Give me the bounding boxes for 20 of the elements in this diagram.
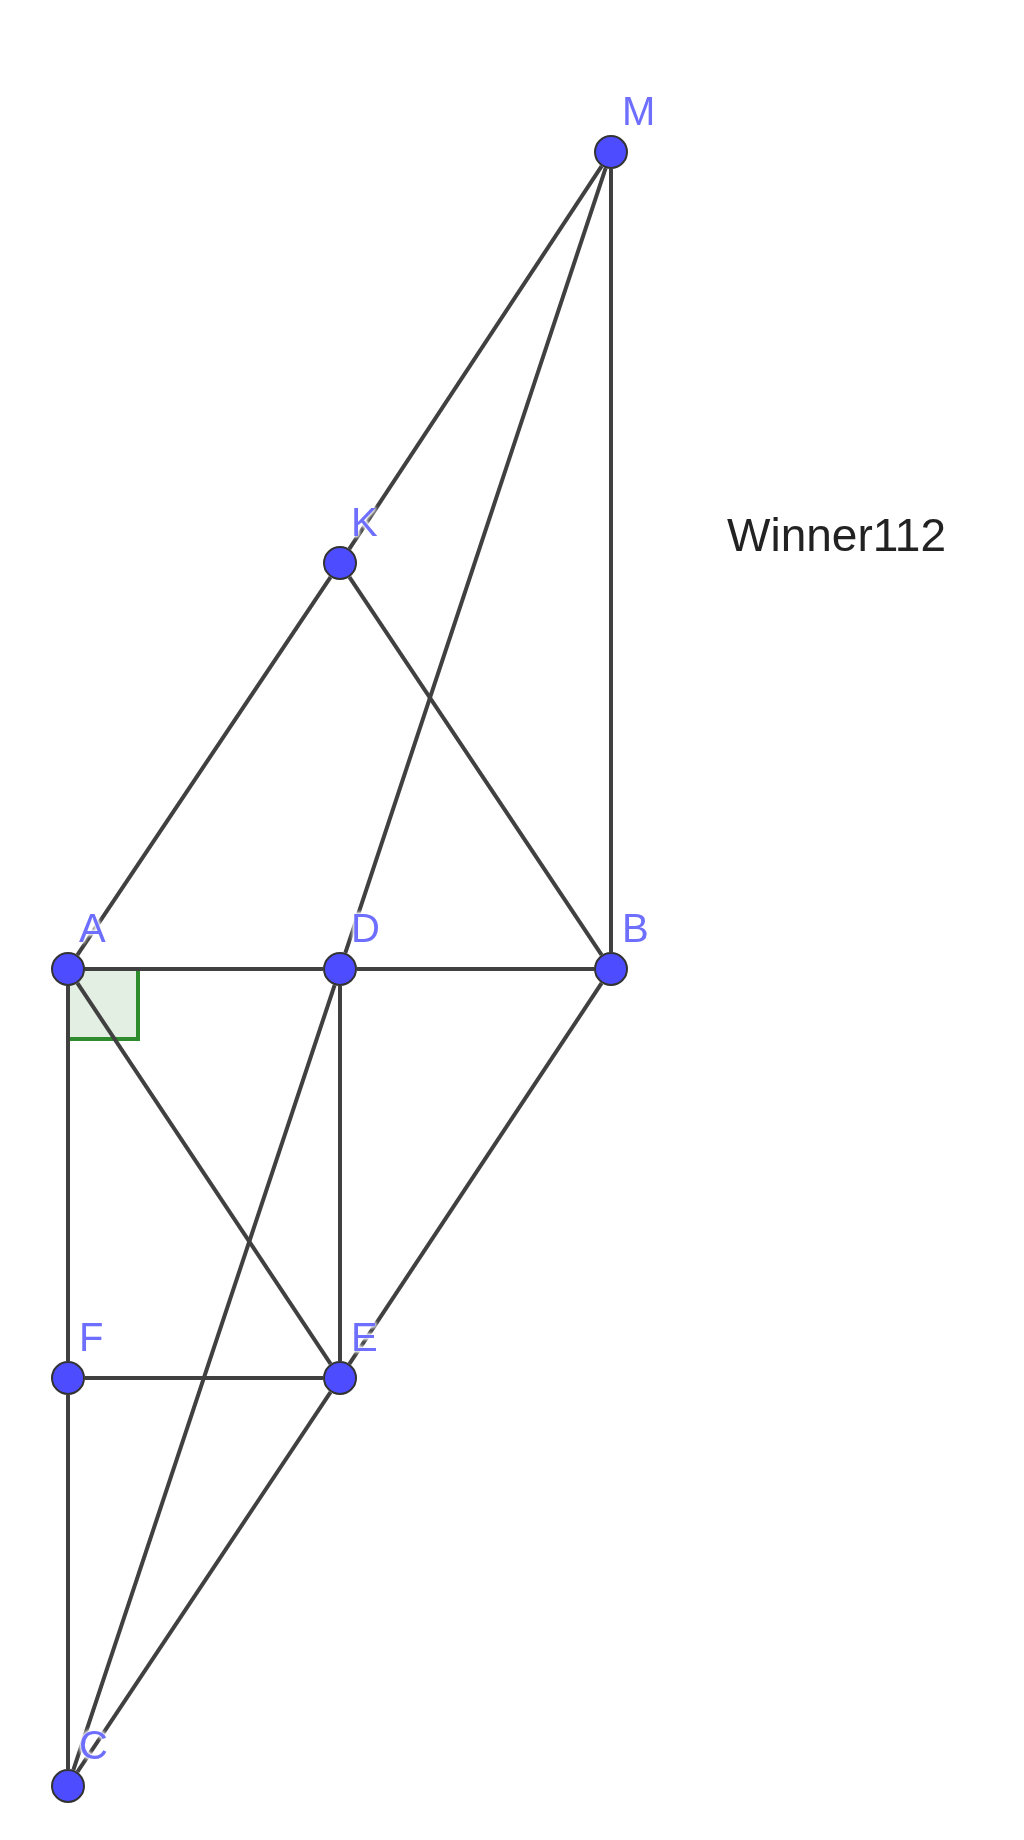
signature-text: Winner112 <box>727 508 947 562</box>
line-segment <box>609 169 613 952</box>
line-segment <box>347 165 604 550</box>
line-segment <box>85 1376 323 1380</box>
line-segment <box>347 982 604 1365</box>
line-segment <box>343 167 608 954</box>
point-label: F <box>79 1317 104 1357</box>
point-label: D <box>351 908 380 948</box>
line-segment <box>66 986 70 1361</box>
line-segment <box>85 967 323 971</box>
point-label: B <box>622 908 649 948</box>
line-segment <box>357 967 594 971</box>
line-segment <box>71 984 337 1771</box>
line-segment <box>347 576 604 956</box>
line-segment <box>75 576 333 956</box>
point-label: M <box>622 91 656 131</box>
line-segment <box>338 986 342 1361</box>
line-segment <box>75 1391 333 1773</box>
line-segment <box>66 1395 70 1769</box>
line-segment <box>75 982 333 1365</box>
